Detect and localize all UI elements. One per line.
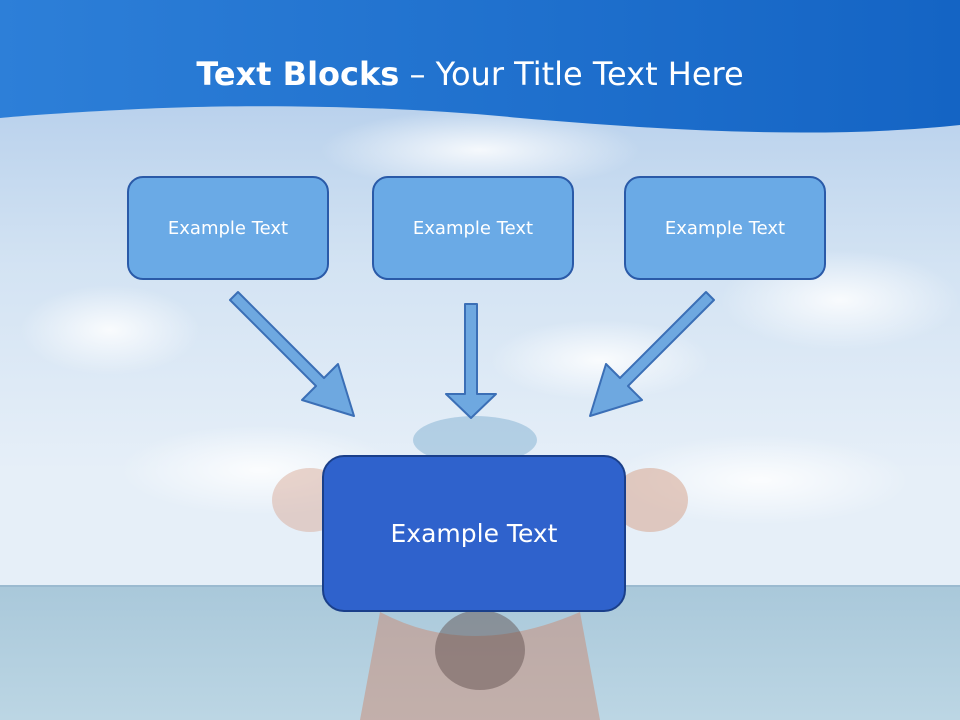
- title-rest: Your Title Text Here: [435, 55, 744, 93]
- title-dash: –: [409, 55, 426, 93]
- left-diagonal-arrow: [229, 291, 355, 417]
- center-text-block-label: Example Text: [390, 519, 558, 548]
- text-block-1[interactable]: Example Text: [127, 176, 329, 280]
- text-block-2-label: Example Text: [412, 217, 534, 239]
- right-diagonal-arrow: [589, 291, 715, 417]
- center-down-arrow: [445, 303, 497, 419]
- text-block-2[interactable]: Example Text: [372, 176, 574, 280]
- slide-title: Text Blocks – Your Title Text Here: [0, 52, 940, 96]
- title-bold-part: Text Blocks: [196, 55, 400, 93]
- center-text-block[interactable]: Example Text: [322, 455, 626, 612]
- text-block-3-label: Example Text: [664, 217, 786, 239]
- text-block-3[interactable]: Example Text: [624, 176, 826, 280]
- text-block-1-label: Example Text: [167, 217, 289, 239]
